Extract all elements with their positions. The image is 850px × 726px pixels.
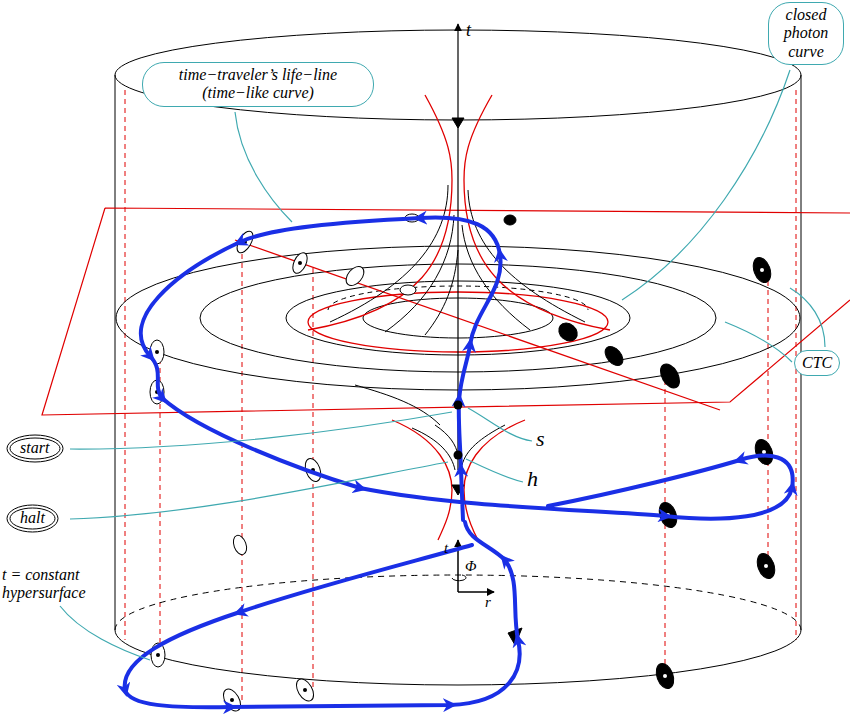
event-dot [156, 653, 160, 657]
light-cone-dark [653, 661, 677, 691]
light-cone-dark [752, 437, 776, 467]
light-cone-dark [754, 551, 778, 581]
axis-label: r [485, 594, 491, 611]
outer-ellipse [7, 435, 63, 462]
event-dot [663, 674, 667, 678]
leader-line [70, 462, 448, 519]
phi-arrow [452, 575, 466, 581]
light-cone-dark [750, 255, 774, 285]
node-text: time−traveler’s life−line (time−like cur… [150, 66, 366, 103]
light-cone [343, 263, 368, 289]
event-dot [155, 350, 159, 354]
light-cone [220, 686, 244, 714]
leader-line [60, 606, 150, 660]
projection-line [125, 90, 126, 640]
leader-line [622, 70, 790, 300]
leader-line [235, 112, 292, 222]
funnel-edge [464, 95, 610, 330]
event-dot [762, 450, 766, 454]
surface-label: t = constant hypersurface [2, 566, 112, 603]
leader-line [725, 322, 792, 362]
light-cone [290, 250, 310, 275]
light-cone [400, 285, 416, 295]
node-text: halt [20, 509, 45, 527]
node-text: start [20, 439, 49, 457]
surface-curve [425, 250, 458, 335]
surface-curve [462, 425, 505, 465]
leader-line [70, 412, 452, 449]
funnel-edge [464, 420, 525, 540]
light-cone-dark [555, 319, 581, 344]
cylinder-side [115, 75, 116, 630]
event-dot [298, 261, 302, 265]
surface-curve [412, 428, 455, 470]
light-cone-dark [504, 215, 516, 225]
projection-line [242, 245, 243, 700]
inner-ellipse [10, 438, 60, 459]
inner-ellipse [10, 508, 55, 529]
event-label: h [527, 466, 538, 491]
event-ellipse: start [6, 434, 63, 462]
light-cone-dark [452, 118, 464, 128]
light-cone [231, 534, 249, 557]
callout-bubble: closed photon curve [768, 2, 844, 65]
cylinder-bottom-front [115, 630, 801, 685]
halt-event [454, 451, 463, 460]
projection-line [665, 380, 666, 675]
callout-bubble: time−traveler’s life−line (time−like cur… [142, 62, 374, 107]
light-cone-dark [602, 343, 627, 369]
start-event [454, 401, 463, 410]
callout-bubble: CTC [794, 350, 840, 376]
funnel-edge [308, 95, 452, 330]
outer-ellipse [7, 505, 58, 532]
funnel-edge [392, 420, 452, 540]
event-ellipse: halt [6, 504, 59, 532]
leader-line [468, 408, 532, 441]
event-dot [760, 268, 764, 272]
world-line [141, 217, 793, 520]
axis-label: t [466, 20, 471, 41]
axis-label: t [444, 540, 448, 557]
node-text: CTC [802, 354, 832, 372]
light-cone [293, 676, 317, 704]
event-dot [764, 564, 768, 568]
surface-curve [355, 385, 440, 425]
surface-curve [385, 215, 454, 332]
leader-line [466, 459, 523, 482]
event-label: s [536, 426, 545, 451]
event-dot [230, 698, 234, 702]
surface-curve [330, 185, 448, 322]
axis-label: Φ [465, 558, 476, 575]
event-dot [303, 688, 307, 692]
node-text: closed photon curve [776, 6, 836, 61]
world-line [125, 522, 520, 707]
surface-curve [435, 425, 458, 455]
projection-line [768, 272, 769, 570]
hypersurface-plane [42, 208, 850, 415]
r-axis [458, 591, 494, 593]
leader-line [790, 288, 825, 347]
light-cone-dark [657, 361, 684, 392]
